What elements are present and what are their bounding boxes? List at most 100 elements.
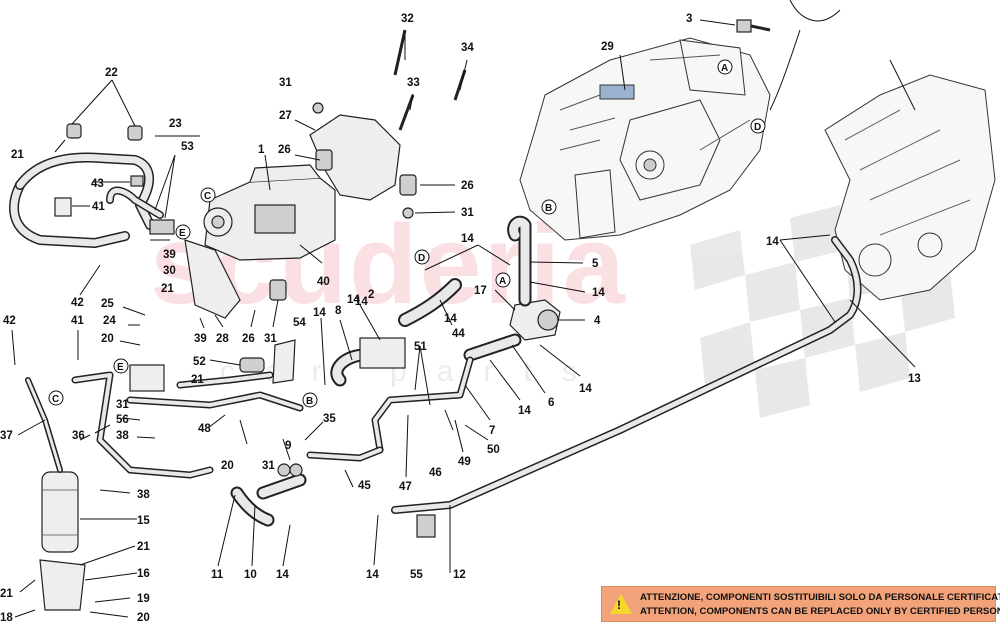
label-19: 19 [137, 593, 150, 605]
valve-block-20 [129, 364, 165, 392]
label-6: 6 [548, 397, 554, 409]
bracket-27 [309, 114, 401, 201]
label-21: 21 [0, 588, 13, 600]
label-22: 22 [105, 67, 118, 79]
mount-26c [269, 279, 287, 301]
label-31: 31 [279, 77, 292, 89]
label-4: 4 [594, 315, 601, 327]
label-27: 27 [279, 110, 292, 122]
label-31: 31 [116, 399, 129, 411]
label-3: 3 [686, 13, 692, 25]
label-2: 2 [368, 289, 374, 301]
sensor-part-3 [736, 19, 771, 33]
label-46: 46 [429, 467, 442, 479]
nut-31b [402, 207, 414, 219]
cable-harness [769, 0, 841, 111]
label-21: 21 [161, 283, 174, 295]
callout-markers: C C E E B B D D A A [48, 59, 766, 408]
hose-10-11 [230, 463, 307, 527]
label-23: 23 [169, 118, 182, 130]
mount-26b [399, 174, 417, 196]
label-17: 17 [474, 285, 487, 297]
label-20: 20 [137, 612, 150, 624]
label-39: 39 [194, 333, 207, 345]
label-42: 42 [3, 315, 16, 327]
label-24: 24 [103, 315, 116, 327]
callout-a-1: A [499, 276, 506, 287]
pipe-36 [71, 371, 214, 479]
label-26: 26 [278, 144, 291, 156]
label-32: 32 [401, 13, 414, 25]
label-14: 14 [276, 569, 289, 581]
label-25: 25 [101, 298, 114, 310]
label-1: 1 [258, 144, 265, 156]
nut-31 [312, 102, 324, 114]
callout-c-1: C [204, 191, 211, 202]
label-43: 43 [91, 178, 104, 190]
label-7: 7 [489, 425, 495, 437]
fitting-53 [106, 186, 175, 235]
mount-26a [315, 149, 333, 171]
label-15: 15 [137, 515, 150, 527]
label-21: 21 [191, 374, 204, 386]
label-48: 48 [198, 423, 211, 435]
callout-b-1: B [306, 396, 313, 407]
label-54: 54 [293, 317, 306, 329]
compressor-1 [203, 164, 336, 261]
label-41: 41 [92, 201, 105, 213]
label-52: 52 [193, 356, 206, 368]
warning-triangle-icon: ! [610, 594, 632, 614]
label-41: 41 [71, 315, 84, 327]
label-35: 35 [323, 413, 336, 425]
label-16: 16 [137, 568, 150, 580]
label-29: 29 [601, 41, 614, 53]
hvac-unit-sketch [519, 37, 771, 241]
label-31: 31 [262, 460, 275, 472]
label-14: 14 [366, 569, 379, 581]
label-18: 18 [0, 612, 13, 624]
clip-55 [416, 514, 436, 538]
label-21: 21 [137, 541, 150, 553]
label-28: 28 [216, 333, 229, 345]
label-36: 36 [72, 430, 85, 442]
label-31: 31 [264, 333, 277, 345]
label-14: 14 [461, 233, 474, 245]
pump-4 [509, 299, 561, 341]
label-21: 21 [11, 149, 24, 161]
callout-c-2: C [52, 394, 59, 405]
hose-2 [330, 337, 406, 387]
label-14: 14 [444, 313, 457, 325]
label-12: 12 [453, 569, 466, 581]
label-42: 42 [71, 297, 84, 309]
bolt-33 [398, 94, 415, 131]
label-20: 20 [101, 333, 114, 345]
receiver-dryer-15 [41, 471, 79, 553]
label-8: 8 [335, 305, 342, 317]
engine-block-sketch [824, 59, 996, 301]
warning-banner: ! ATTENZIONE, COMPONENTI SOSTITUIBILI SO… [601, 586, 1000, 622]
label-47: 47 [399, 481, 412, 493]
label-14: 14 [579, 383, 592, 395]
bracket-16 [39, 559, 86, 611]
pipe-7-network [306, 356, 474, 462]
callout-e-1: E [179, 228, 186, 239]
warning-text-english: ATTENTION, COMPONENTS CAN BE REPLACED ON… [640, 606, 1000, 617]
label-26: 26 [242, 333, 255, 345]
label-14: 14 [313, 307, 326, 319]
label-34: 34 [461, 42, 474, 54]
callout-a-2: A [721, 63, 728, 74]
label-40: 40 [317, 276, 330, 288]
pipe-21 [126, 371, 304, 412]
label-20: 20 [221, 460, 234, 472]
callout-d-1: D [418, 253, 425, 264]
label-30: 30 [163, 265, 176, 277]
label-14: 14 [518, 405, 531, 417]
hose-44 [398, 278, 462, 327]
reference-numbers: 1 2 3 4 5 6 7 8 9 10 11 12 13 14 14 14 1… [0, 13, 921, 624]
label-33: 33 [407, 77, 420, 89]
label-50: 50 [487, 444, 500, 456]
label-14: 14 [355, 296, 368, 308]
label-51: 51 [414, 341, 427, 353]
label-14: 14 [347, 294, 360, 306]
